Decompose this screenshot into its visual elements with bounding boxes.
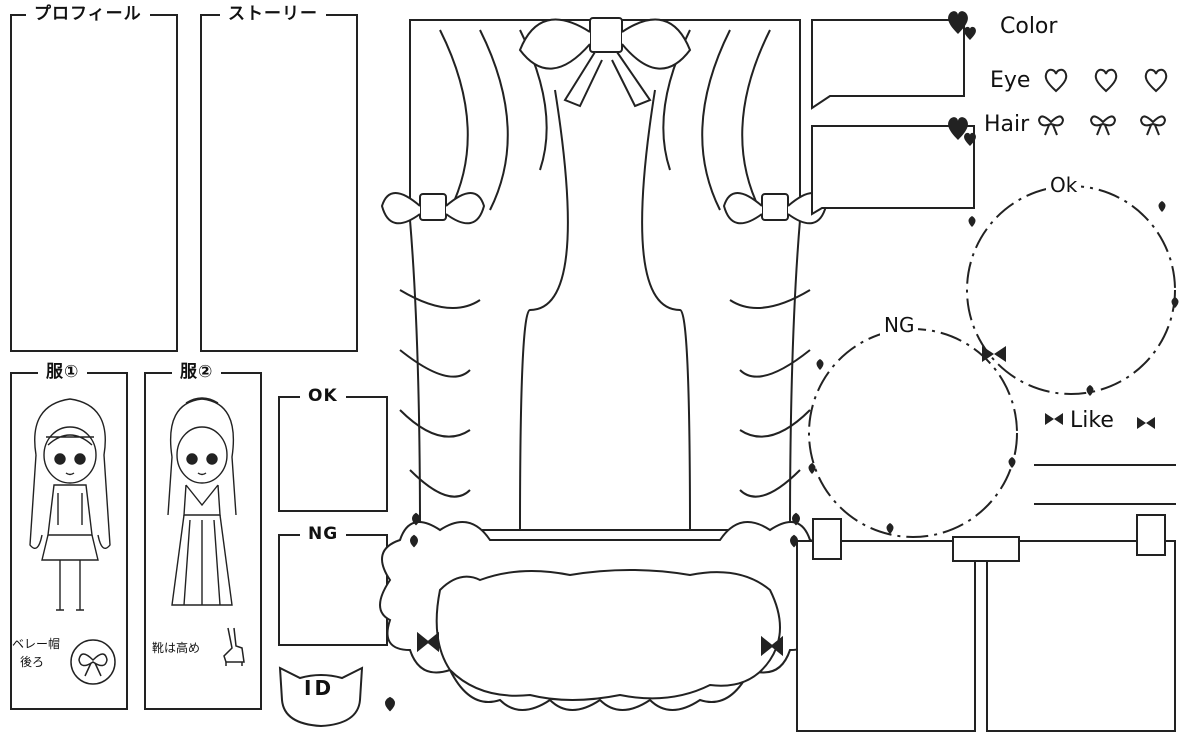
chibi-character-uniform [29, 398, 111, 611]
hair-swatch-1[interactable] [1036, 110, 1066, 138]
ok-panel[interactable] [278, 396, 388, 512]
speech-bubble-top[interactable] [808, 16, 968, 112]
like-line-2[interactable] [1034, 503, 1176, 505]
hair-swatch-3[interactable] [1138, 110, 1168, 138]
ng-title: NG [300, 524, 347, 544]
tape-clip-center [952, 536, 1020, 562]
story-title: ストーリー [220, 4, 326, 24]
color-label: Color [1000, 14, 1058, 39]
profile-title: プロフィール [26, 4, 150, 24]
beret-bow-sketch [70, 639, 116, 685]
hair-swatch-2[interactable] [1088, 110, 1118, 138]
note-panel-right[interactable] [986, 540, 1176, 732]
boot-sketch [223, 627, 245, 666]
outfit1-title: 服① [38, 362, 88, 382]
note-panel-left[interactable] [796, 540, 976, 732]
ribbon-bow-icon [1137, 417, 1155, 429]
tape-clip-right [1136, 514, 1166, 556]
ok-title: OK [300, 386, 346, 406]
cat-id-badge[interactable] [272, 660, 370, 732]
eye-swatch-2[interactable] [1092, 66, 1120, 94]
ribbon-bow-icon [982, 346, 1006, 362]
ribbon-bow-icon [1045, 413, 1063, 425]
chibi-character-hakama [167, 397, 237, 606]
tape-clip-left [812, 518, 842, 560]
speech-bubble-middle[interactable] [808, 122, 978, 218]
eye-label: Eye [990, 68, 1031, 93]
id-label: ID [304, 676, 335, 700]
outfit2-note: 靴は高め [152, 641, 201, 655]
like-label: Like [1070, 408, 1114, 433]
eye-swatch-1[interactable] [1042, 66, 1070, 94]
ok-circle-label: Ok [1046, 172, 1082, 198]
curtain-stage-frame[interactable] [370, 10, 840, 735]
outfit2-title: 服② [172, 362, 222, 382]
outfit1-note-line1: ベレー帽 [12, 637, 61, 651]
eye-swatch-3[interactable] [1142, 66, 1170, 94]
like-line-1[interactable] [1034, 464, 1176, 466]
hair-label: Hair [984, 112, 1030, 137]
story-panel[interactable] [200, 14, 358, 352]
outfit1-note-line2: 後ろ [20, 655, 45, 669]
profile-panel[interactable] [10, 14, 178, 352]
ng-circle-label: NG [880, 312, 919, 338]
double-heart-icon [948, 11, 976, 40]
double-heart-icon [948, 117, 976, 146]
